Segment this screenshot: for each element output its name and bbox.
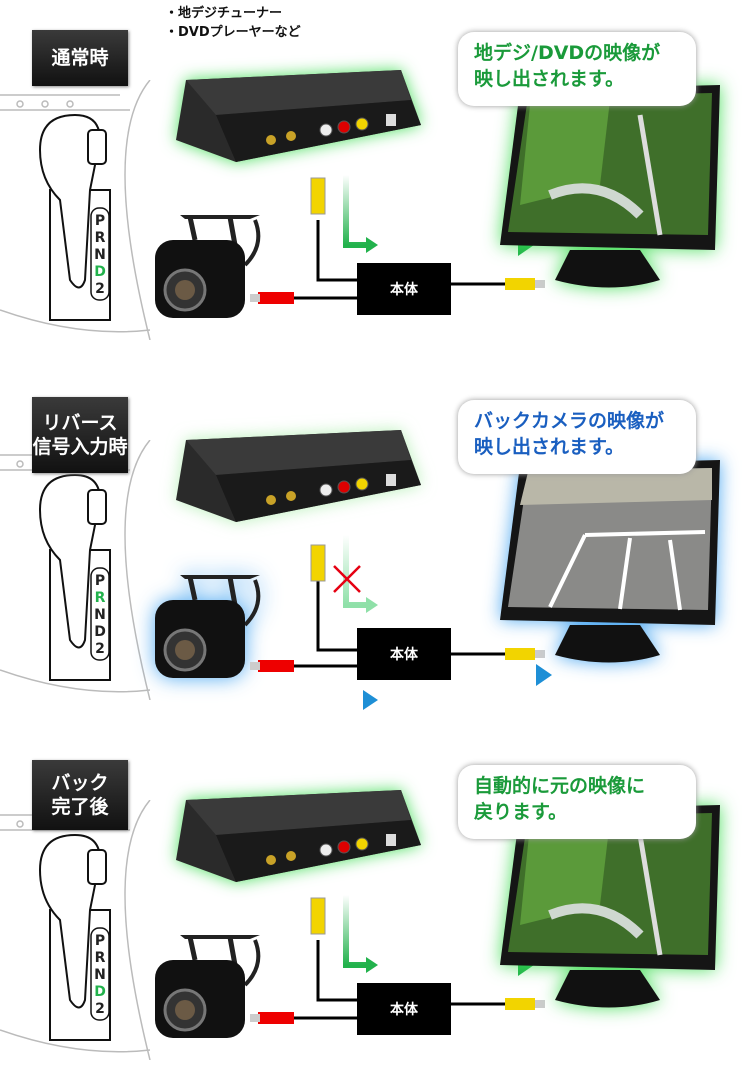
gear-letter: 2 — [95, 1001, 105, 1017]
state-label-line: 通常時 — [51, 47, 109, 69]
source-item: ・地デジチューナー — [165, 6, 283, 21]
blocked-x-icon — [333, 565, 361, 593]
main-unit-label: 本体 — [390, 647, 418, 663]
state-label: 通常時 — [32, 30, 128, 86]
bubble-text-line: 戻ります。 — [474, 801, 568, 823]
gear-letter: P — [95, 933, 105, 949]
monitor-image — [500, 805, 720, 1008]
tuner-device-image — [176, 70, 421, 162]
main-unit-box: 本体 — [357, 983, 451, 1035]
speech-bubble: バックカメラの映像が映し出されます。 — [458, 400, 696, 474]
state-label: バック完了後 — [32, 760, 128, 830]
bubble-text-line: バックカメラの映像が — [474, 410, 665, 432]
connection-wires — [250, 535, 552, 710]
monitor-image — [500, 85, 720, 288]
monitor-image — [500, 460, 720, 663]
gear-letter: D — [94, 264, 106, 280]
bubble-text-line: 自動的に元の映像に — [474, 775, 646, 797]
gear-letter: D — [94, 984, 106, 1000]
gear-letter: R — [95, 590, 106, 606]
gear-letter: N — [94, 247, 106, 263]
gear-letter: 2 — [95, 281, 105, 297]
state-label-line: リバース — [42, 412, 118, 434]
tuner-device-image — [176, 430, 421, 522]
bubble-text-line: 映し出されます。 — [474, 68, 625, 90]
state-label-line: 信号入力時 — [32, 436, 128, 458]
tuner-device-image — [176, 790, 421, 882]
main-unit-label: 本体 — [390, 282, 418, 298]
gear-letter: N — [94, 967, 106, 983]
gear-letter: P — [95, 213, 105, 229]
source-list: ・地デジチューナー ・DVDプレーヤーなど — [165, 4, 301, 42]
gear-letter: 2 — [95, 641, 105, 657]
gear-letter: R — [95, 950, 106, 966]
main-unit-box: 本体 — [357, 628, 451, 680]
speech-bubble: 自動的に元の映像に戻ります。 — [458, 765, 696, 839]
bubble-text-line: 地デジ/DVDの映像が — [474, 42, 661, 64]
main-unit-label: 本体 — [390, 1002, 418, 1018]
gear-letter: R — [95, 230, 106, 246]
backup-camera-image — [155, 935, 261, 1038]
speech-bubble: 地デジ/DVDの映像が映し出されます。 — [458, 32, 696, 106]
state-label-line: バック — [51, 772, 109, 794]
gear-letter: N — [94, 607, 106, 623]
main-unit-box: 本体 — [357, 263, 451, 315]
state-label-line: 完了後 — [51, 796, 109, 818]
backup-camera-image — [155, 215, 261, 318]
source-item: ・DVDプレーヤーなど — [165, 25, 301, 40]
gear-letter: P — [95, 573, 105, 589]
bubble-text-line: 映し出されます。 — [474, 436, 625, 458]
gear-letter: D — [94, 624, 106, 640]
state-label: リバース信号入力時 — [32, 397, 128, 473]
backup-camera-image — [155, 575, 261, 678]
